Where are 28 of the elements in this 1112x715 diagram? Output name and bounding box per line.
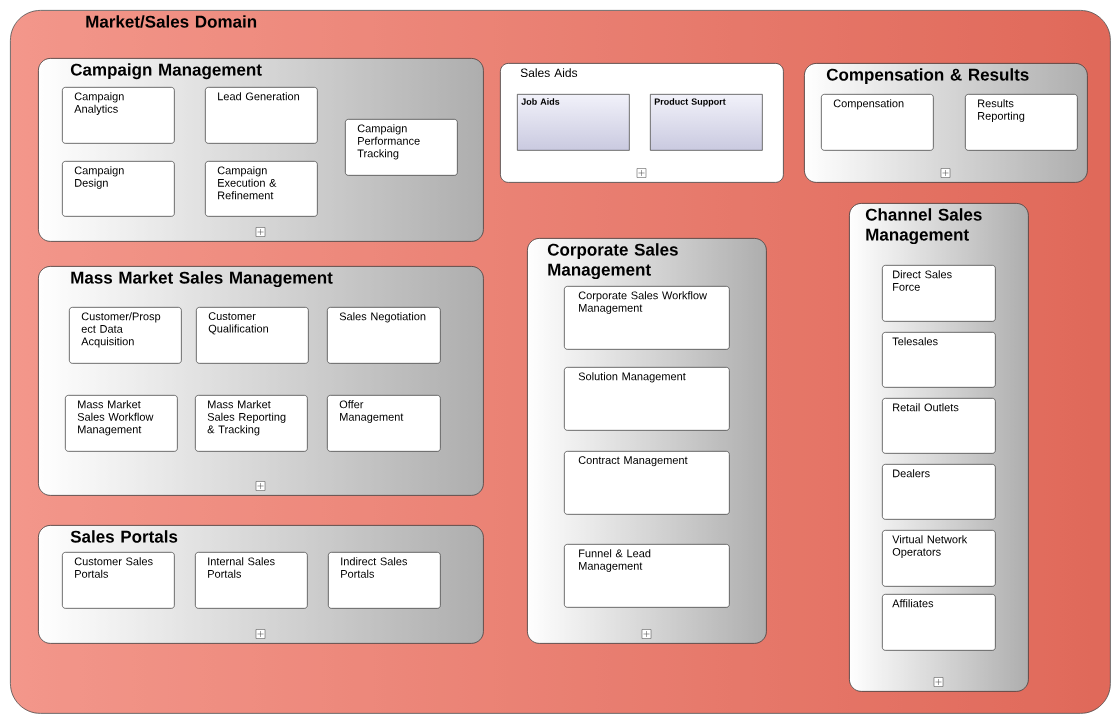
process-box: Campaign Performance Tracking [345, 119, 458, 176]
process-box: Solution Management [564, 367, 730, 431]
process-box: Retail Outlets [882, 398, 996, 454]
process-box: Affiliates [882, 594, 996, 651]
process-box: Compensation [821, 94, 934, 151]
process-box: Customer Sales Portals [62, 552, 175, 609]
process-box: Dealers [882, 464, 996, 520]
process-box: Corporate Sales Workflow Management [564, 286, 730, 350]
process-box: Mass Market Sales Reporting & Tracking [195, 395, 308, 452]
process-box: Campaign Execution & Refinement [205, 161, 318, 217]
process-box: Offer Management [327, 395, 441, 452]
process-box: Mass Market Sales Workflow Management [65, 395, 178, 452]
process-box: Direct Sales Force [882, 265, 996, 322]
process-box: Funnel & Lead Management [564, 544, 730, 608]
process-box: Internal Sales Portals [195, 552, 308, 609]
process-box: Virtual Network Operators [882, 530, 996, 587]
process-box: Lead Generation [205, 87, 318, 144]
process-box: Sales Negotiation [327, 307, 441, 364]
process-box: Telesales [882, 332, 996, 388]
process-box: Indirect Sales Portals [328, 552, 441, 609]
process-box: Product Support [650, 94, 763, 151]
process-box: Customer Qualification [196, 307, 309, 364]
process-box: Results Reporting [965, 94, 1078, 151]
process-box: Customer/Prosp ect Data Acquisition [69, 307, 182, 364]
process-box: Contract Management [564, 451, 730, 515]
process-box: Campaign Design [62, 161, 175, 217]
process-box: Job Aids [517, 94, 630, 151]
process-box: Campaign Analytics [62, 87, 175, 144]
